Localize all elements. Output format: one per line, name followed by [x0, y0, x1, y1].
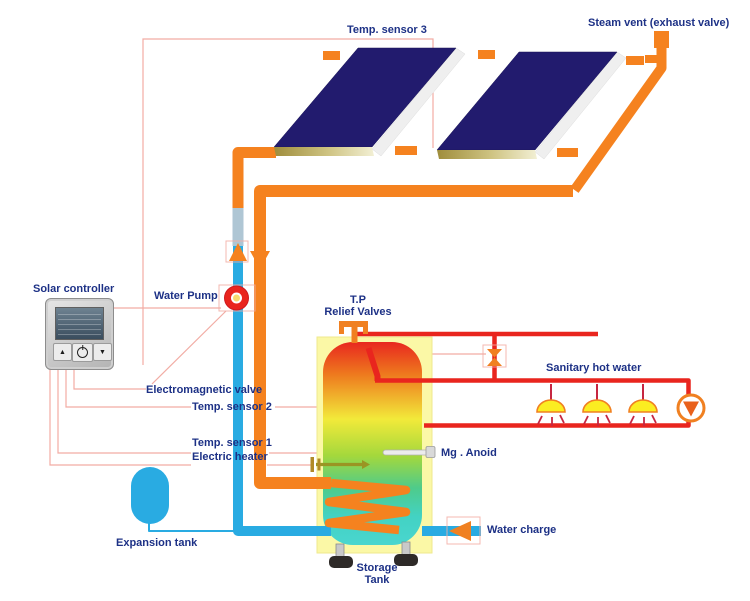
- label-storage-tank: Storage Tank: [328, 562, 426, 586]
- label-expansion-tank: Expansion tank: [116, 537, 198, 549]
- charge-marker-box: [446, 516, 481, 545]
- label-temp-sensor-2: Temp. sensor 2: [192, 401, 272, 413]
- shower-head-3: [628, 384, 658, 426]
- stub-top-mid: [478, 50, 495, 59]
- shower-head-2: [582, 384, 612, 426]
- stub-vent-side: [626, 56, 644, 65]
- label-solar-controller: Solar controller: [33, 283, 115, 295]
- wire-temp-sensor-3: [142, 38, 434, 365]
- label-water-pump: Water Pump: [154, 290, 218, 302]
- tp-relief-valve-icon: [339, 321, 368, 343]
- collector-hot-supply-pipe: [254, 185, 573, 489]
- label-water-charge: Water charge: [487, 524, 557, 536]
- label-steam-vent: Steam vent (exhaust valve): [588, 17, 730, 29]
- label-storage-line1: Storage: [356, 562, 398, 574]
- flow-arrow-up-icon: [229, 243, 247, 261]
- mg-anode: [382, 446, 436, 458]
- wire-electric-heater: [49, 368, 191, 466]
- flow-arrow-down-icon: [250, 251, 270, 269]
- vent-top-stub: [654, 31, 669, 48]
- wire-temp-sensor-2: [65, 368, 191, 408]
- label-tp-line2: Relief Valves: [324, 306, 392, 318]
- tank-legs: [329, 541, 418, 568]
- controller-down-button: ▼: [93, 343, 112, 361]
- label-electromagnetic-valve: Electromagnetic valve: [146, 384, 263, 396]
- marker-boxes: [218, 240, 507, 545]
- pump-marker-box: [218, 284, 256, 312]
- electric-heater-element: [310, 457, 370, 472]
- controller-screen-lines: [58, 310, 101, 337]
- solar-collector-1: [273, 47, 466, 157]
- controller-wires: [49, 38, 486, 466]
- wire-electromagnetic-valve-diagonal: [151, 310, 227, 385]
- controller-up-button: ▲: [53, 343, 72, 361]
- label-tp-relief-valves: T.P Relief Valves: [318, 294, 398, 318]
- stub-bottom-mid: [395, 146, 417, 155]
- collector-cold-return-pipe: [233, 246, 331, 536]
- controller-screen: [55, 307, 104, 340]
- expansion-tank: [131, 467, 169, 524]
- wire-electromagnetic-valve: [73, 368, 146, 390]
- heat-exchanger-coil: [324, 478, 411, 535]
- stub-top-left: [323, 51, 340, 60]
- collector-1-side-edge: [371, 47, 466, 157]
- shower-head-1: [536, 384, 566, 426]
- up-arrow-icon: ▲: [59, 348, 66, 356]
- wire-temp-sensor-1: [57, 368, 191, 454]
- pipe-stubs: [250, 31, 669, 269]
- water-pump-icon: [224, 285, 249, 311]
- controller-power-button: [72, 343, 93, 362]
- water-charge-arrow-icon: [449, 521, 471, 541]
- label-sanitary-hot-water: Sanitary hot water: [546, 362, 642, 374]
- solar-controller-device: ▲ ▼: [45, 298, 114, 370]
- steam-vent-pipe: [570, 45, 667, 193]
- down-arrow-icon: ▼: [99, 348, 106, 356]
- label-tp-line1: T.P: [350, 294, 366, 306]
- circulation-pump-icon: [676, 393, 706, 423]
- expansion-tank-line: [148, 519, 236, 532]
- solar-collector-2: [436, 51, 627, 160]
- check-valve-marker-box: [225, 240, 249, 263]
- shower-heads: [536, 384, 658, 426]
- power-icon: [77, 345, 88, 358]
- label-storage-line2: Tank: [364, 574, 390, 586]
- label-electric-heater: Electric heater: [192, 451, 268, 463]
- collector-2-side-edge: [534, 51, 627, 160]
- collector-2-manifold: [437, 150, 537, 159]
- electromagnetic-valve-icon: [487, 349, 502, 366]
- collector-1-manifold: [274, 147, 374, 156]
- hot-pipes: [232, 45, 667, 489]
- label-temp-sensor-3: Temp. sensor 3: [347, 24, 427, 36]
- label-temp-sensor-1: Temp. sensor 1: [192, 437, 272, 449]
- collector-inlet-pipe: [232, 147, 276, 209]
- vent-arm: [645, 55, 659, 63]
- stub-bottom-right: [557, 148, 578, 157]
- label-mg-anode: Mg . Anoid: [441, 447, 497, 459]
- valve-marker-box: [482, 344, 507, 368]
